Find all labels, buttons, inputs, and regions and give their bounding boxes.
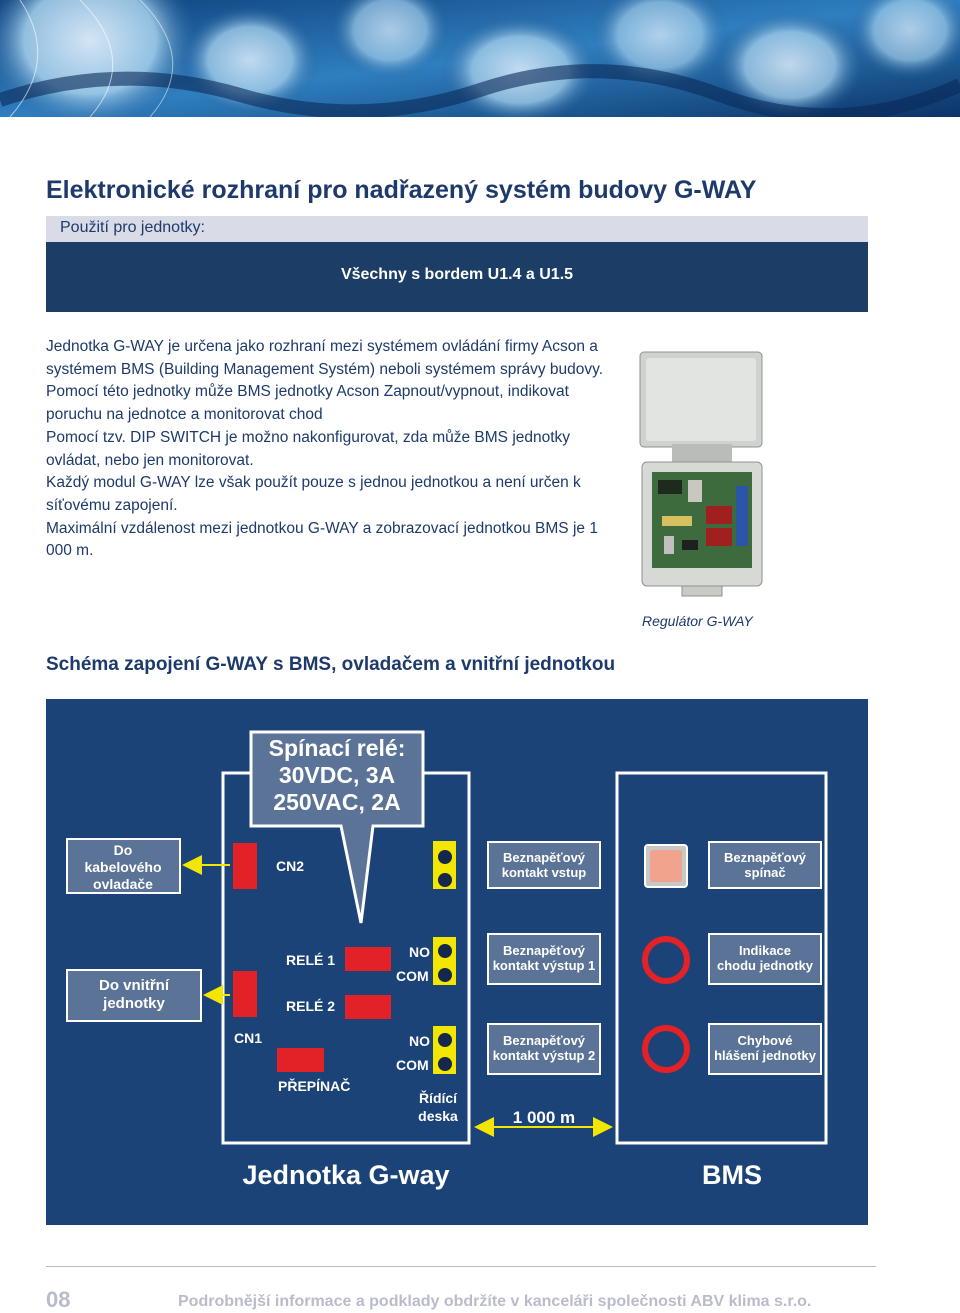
push-button-face (650, 850, 682, 882)
terminal-screw (438, 1033, 452, 1047)
run-indication-label: chodu jednotky (717, 958, 814, 973)
relay-spec-callout (249, 730, 425, 924)
input-contact-label: Beznapěťový (503, 850, 586, 865)
indoor-unit-label: jednotky (102, 995, 165, 1012)
indoor-unit-box (66, 969, 202, 1022)
cable-controller-label: ovladače (93, 876, 153, 892)
output2-contact-box (487, 1023, 601, 1075)
bms-label: BMS (702, 1160, 762, 1190)
usage-value: Všechny s bordem U1.4 a U1.5 (340, 266, 574, 283)
terminal-screw (438, 968, 452, 982)
switch-label: spínač (744, 865, 785, 880)
indicator-lamp-icon (642, 1025, 690, 1073)
output2-contact-label: kontakt výstup 2 (493, 1048, 596, 1063)
paragraph: Jednotka G-WAY je určena jako rozhraní m… (46, 338, 604, 378)
run-indication-box (708, 933, 822, 985)
terminal-screw (438, 850, 452, 864)
footer-note: Podrobnější informace a podklady obdržít… (178, 1293, 812, 1310)
output2-contact-label: Beznapěťový (503, 1033, 586, 1048)
dip-switch-block (277, 1048, 324, 1072)
distance-label: 1 000 m (513, 1108, 575, 1127)
input-contact-label: kontakt vstup (502, 865, 587, 880)
run-indication-label: Indikace (739, 943, 791, 958)
terminal-screw (438, 1057, 452, 1071)
photo-caption: Regulátor G-WAY (642, 613, 753, 629)
schema-title: Schéma zapojení G-WAY s BMS, ovladačem a… (46, 654, 616, 675)
relay-spec-line: Spínací relé: (269, 735, 406, 761)
output1-contact-label: Beznapěťový (503, 943, 586, 958)
cable-controller-label: Do (114, 842, 133, 858)
error-report-label: Chybové (738, 1033, 793, 1048)
control-board-label: deska (418, 1108, 458, 1124)
gway-device-photo (632, 346, 772, 600)
cn1-label: CN1 (234, 1030, 262, 1046)
cn2-label: CN2 (276, 858, 304, 874)
relay1-block (345, 947, 391, 971)
paragraph: Maximální vzdálenost mezi jednotkou G-WA… (46, 519, 598, 560)
description-text: Jednotka G-WAY je určena jako rozhraní m… (46, 336, 606, 563)
terminal-screw (438, 944, 452, 958)
error-report-label: hlášení jednotky (714, 1048, 817, 1063)
relay2-block (345, 995, 391, 1019)
relay-spec-line: 250VAC, 2A (273, 789, 400, 815)
paragraph: Pomocí této jednotky může BMS jednotky A… (46, 383, 569, 424)
output1-contact-box (487, 933, 601, 985)
wiring-diagram: Spínací relé: 30VDC, 3A 250VAC, 2A Do ka… (46, 699, 868, 1225)
com-label: COM (396, 1057, 429, 1073)
input-contact-box (487, 841, 601, 889)
output1-contact-label: kontakt výstup 1 (493, 958, 596, 973)
page-number: 08 (46, 1287, 71, 1312)
paragraph: Každý modul G-WAY lze však použít pouze … (46, 474, 581, 514)
relay1-label: RELÉ 1 (286, 952, 335, 968)
usage-value-bar: Všechny s bordem U1.4 a U1.5 (46, 242, 868, 312)
com-label: COM (396, 968, 429, 984)
error-report-box (708, 1023, 822, 1075)
usage-label: Použití pro jednotky: (60, 219, 205, 236)
gway-unit-label: Jednotka G-way (242, 1160, 449, 1190)
switch-box (708, 841, 822, 889)
no-label: NO (409, 1033, 430, 1049)
relay-spec-line: 30VDC, 3A (279, 762, 395, 788)
indicator-lamp-icon (642, 936, 690, 984)
bms-frame (615, 771, 828, 1145)
header-banner-image (0, 0, 960, 117)
footer-divider (46, 1266, 876, 1267)
cable-controller-box (66, 838, 181, 894)
switch-label: Beznapěťový (724, 850, 807, 865)
cable-controller-label: kabelového (84, 859, 161, 875)
no-label: NO (409, 944, 430, 960)
relay2-label: RELÉ 2 (286, 998, 335, 1014)
cn2-connector (233, 843, 257, 889)
dip-switch-label: PŘEPÍNAČ (278, 1077, 350, 1094)
terminal-screw (438, 873, 452, 887)
indoor-unit-label: Do vnitřní (99, 977, 170, 994)
usage-label-bar: Použití pro jednotky: (46, 216, 868, 242)
cn1-connector (233, 971, 257, 1017)
paragraph: Pomocí tzv. DIP SWITCH je možno nakonfig… (46, 428, 571, 469)
control-board-label: Řídící (419, 1089, 458, 1106)
page-title: Elektronické rozhraní pro nadřazený syst… (46, 176, 757, 204)
